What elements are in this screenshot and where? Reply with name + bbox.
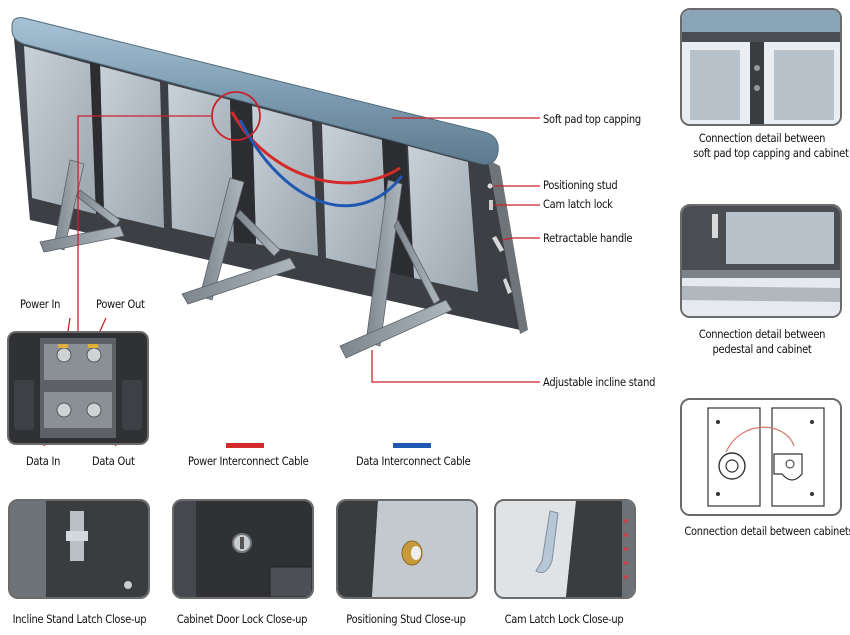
closeup-incline-caption: Incline Stand Latch Close-up (12, 612, 147, 626)
detail-pedestal-caption-2: pedestal and cabinet (712, 342, 812, 356)
closeup-stud-panel (336, 499, 478, 599)
label-retractable-handle: Retractable handle (543, 231, 633, 245)
detail-pedestal-caption-1: Connection detail between (698, 327, 826, 341)
data-cable (238, 119, 404, 208)
top-capping (11, 17, 499, 165)
detail-top-caption-1: Connection detail between (698, 131, 826, 145)
legend-power-cable: Power Interconnect Cable (188, 454, 309, 468)
closeup-incline-panel (8, 499, 150, 599)
detail-pedestal-panel (680, 204, 842, 318)
label-power-in: Power In (20, 297, 61, 311)
handle-icon (492, 236, 504, 252)
detail-cabinets-panel (680, 398, 842, 516)
closeup-door-lock-caption: Cabinet Door Lock Close-up (176, 612, 308, 626)
data-cable-legend-swatch (393, 443, 431, 448)
power-cable-legend-swatch (226, 443, 264, 448)
closeup-door-lock-panel (172, 499, 314, 599)
positioning-stud-icon (487, 183, 493, 189)
label-cam-latch: Cam latch lock (543, 197, 613, 211)
legend-data-cable: Data Interconnect Cable (356, 454, 471, 468)
detail-top-caption-2: soft pad top capping and cabinet (693, 146, 849, 160)
cabinet-side (488, 160, 528, 334)
label-adjustable-stand: Adjustable incline stand (543, 375, 656, 389)
label-power-out: Power Out (96, 297, 145, 311)
cam-latch-icon (489, 200, 493, 210)
incline-stands (39, 159, 453, 359)
detail-top-capping-panel (680, 8, 842, 126)
closeup-cam-caption: Cam Latch Lock Close-up (504, 612, 624, 626)
label-positioning-stud: Positioning stud (543, 178, 618, 192)
label-soft-pad: Soft pad top capping (543, 112, 641, 126)
detail-cabinets-caption: Connection detail between cabinets (684, 524, 850, 538)
closeup-stud-caption: Positioning Stud Close-up (346, 612, 466, 626)
closeup-cam-panel (494, 499, 636, 599)
label-data-out: Data Out (92, 454, 135, 468)
label-data-in: Data In (26, 454, 61, 468)
connector-closeup-panel (7, 331, 149, 445)
